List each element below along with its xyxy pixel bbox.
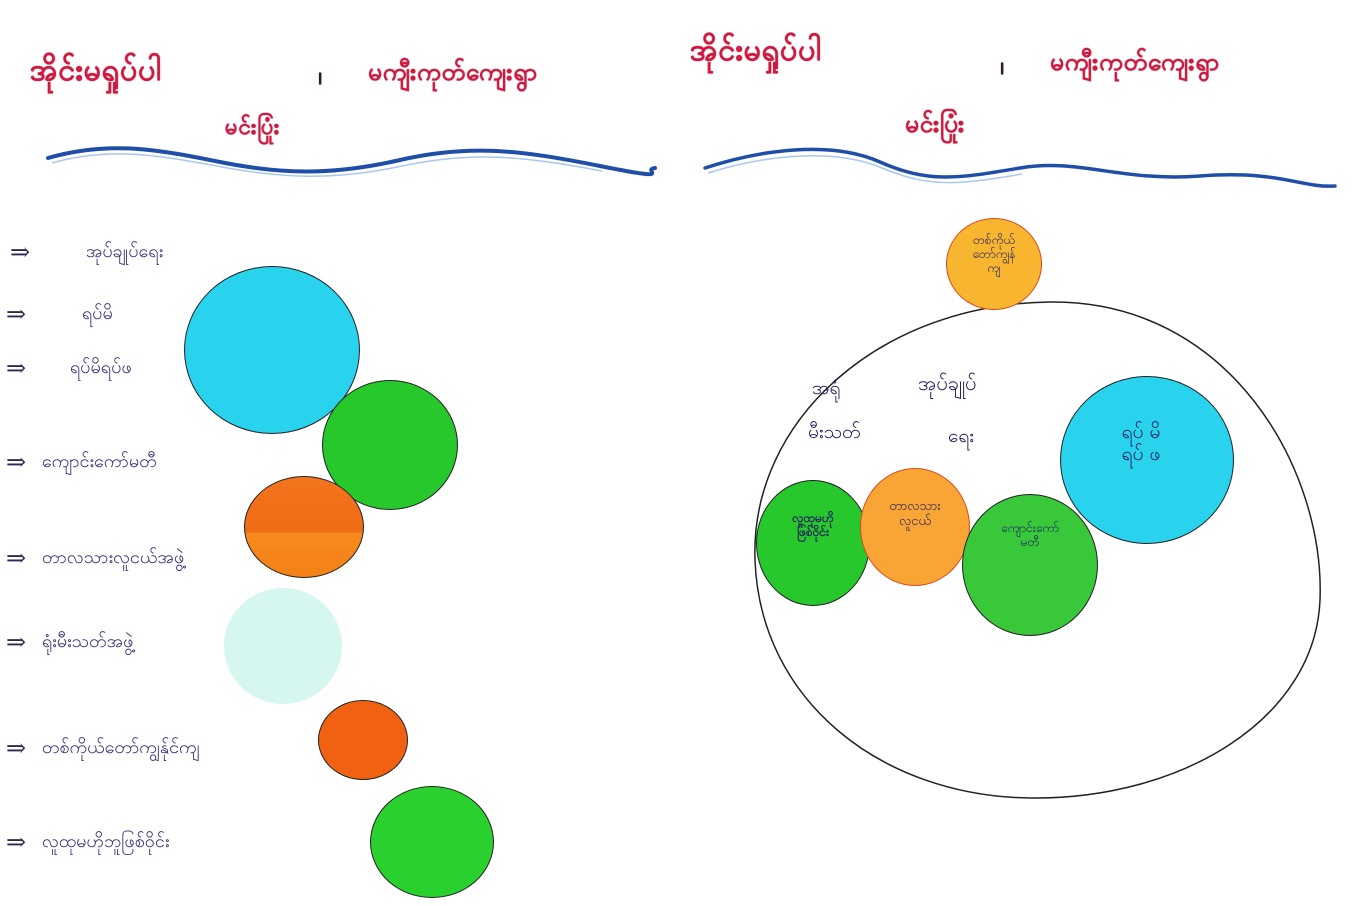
outer-word-2: အုပ်ချုပ် [918,371,977,395]
right-title-separator: ၊ [1000,51,1006,81]
legend-label: တစ်ကိုယ်တော်ကျွန်ုင်ကျ [41,737,200,758]
legend-label: တာလသားလူငယ်အဖွဲ့ [41,547,185,568]
legend-label: လူထုမဟိုဘူဖြစ်ဝိုင်း [41,831,170,852]
legend-label: ကျောင်းကော်မတီ [41,451,157,472]
left-title-sub: မင်းပြုံး [225,115,281,140]
left-title-separator: ၊ [318,61,324,91]
legend-circle-cyan [184,266,360,434]
legend-item-village-head: ⇒ ရပ်မိ [6,300,113,328]
left-title-tail: မကျီးကုတ်ကျေးရွာ [368,58,538,86]
right-wave [703,147,1337,188]
venn-orange-mid [860,468,970,586]
right-wave-shadow [707,155,1023,184]
outer-word-3: မီးသတ် [808,421,861,443]
venn-green-left [756,480,870,606]
legend-item-school-committee: ⇒ ကျောင်းကော်မတီ [6,448,157,476]
left-title-main: အိုင်းမရှုပ်ပါ [30,53,162,88]
legend-item-fire-brigade: ⇒ ရုံးမီးသတ်အဖွဲ့ [6,628,133,656]
legend-item-volunteer: ⇒ တစ်ကိုယ်တော်ကျွန်ုင်ကျ [6,734,199,762]
big-outer-circle [754,301,1321,799]
legend-circle-mint [224,588,342,704]
arrow-icon: ⇒ [6,544,27,572]
venn-orange-mid-label: တာလသား လူငယ် [889,499,941,529]
arrow-icon: ⇒ [6,628,27,656]
legend-circle-green [322,380,458,510]
arrow-icon: ⇒ [6,734,27,762]
venn-green-left-label: လူထုမဟို ဖြစ်ဝိုင်း [792,511,834,539]
arrow-icon: ⇒ [6,300,27,328]
right-title-sub: မင်းပြုံး [905,110,965,138]
venn-top-circle-label: တစ်ကိုယ် တော်ကျွန် ကျ [972,233,1016,275]
legend-circle-green-small [370,786,494,898]
legend-label: ရုံးမီးသတ်အဖွဲ့ [41,631,134,652]
venn-top-circle [946,218,1042,310]
arrow-icon: ⇒ [6,828,27,856]
right-title-tail: မကျီးကုတ်ကျေးရွာ [1050,48,1220,76]
venn-cyan-circle [1060,376,1234,544]
venn-cyan-label: ရပ် မိ ရပ် ဖ [1121,421,1161,465]
legend-item-administration: ⇒ အုပ်ချုပ်ရေး [10,238,163,266]
right-title-main: အိုင်းမရှုပ်ပါ [690,33,822,68]
legend-item-youth-group: ⇒ တာလသားလူငယ်အဖွဲ့ [6,544,184,572]
legend-circle-orange [244,476,364,578]
legend-circle-orange-small [318,700,408,780]
legend-item-community-group: ⇒ လူထုမဟိုဘူဖြစ်ဝိုင်း [6,828,169,856]
venn-green-mid [962,494,1098,636]
arrow-icon: ⇒ [6,448,27,476]
arrow-icon: ⇒ [10,238,31,266]
legend-label: ရပ်မိ [81,303,113,324]
left-wave-shadow [51,153,603,177]
legend-label: ရပ်မိရပ်ဖ [69,357,132,378]
venn-green-mid-label: ကျောင်းကော် မတီ [1001,521,1059,549]
arrow-icon: ⇒ [6,354,27,382]
legend-item-elders: ⇒ ရပ်မိရပ်ဖ [6,354,132,382]
left-wave [46,146,657,177]
outer-word-1: အရုံ [812,377,841,399]
outer-word-4: ရေး [948,425,975,447]
legend-label: အုပ်ချုပ်ရေး [85,241,164,262]
